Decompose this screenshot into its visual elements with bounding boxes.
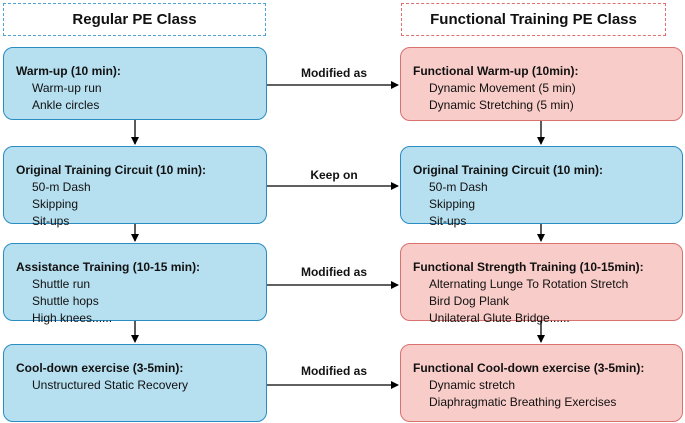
- box-item: Skipping: [429, 197, 476, 211]
- regular-training-circuit-box: Original Training Circuit (10 min): 50-m…: [3, 146, 267, 228]
- box-title: Functional Strength Training (10-15min):: [413, 260, 644, 274]
- box-title: Original Training Circuit (10 min):: [16, 163, 207, 177]
- box-item: 50-m Dash: [429, 180, 488, 194]
- header-functional-training-pe-class: Functional Training PE Class: [401, 3, 666, 36]
- box-title: Warm-up (10 min):: [16, 64, 121, 78]
- box-item: Dynamic Stretching (5 min): [429, 98, 574, 112]
- box-title: Assistance Training (10-15 min):: [16, 260, 201, 274]
- box-item: Ankle circles: [32, 98, 100, 112]
- box-item: High knees......: [32, 311, 113, 325]
- regular-cool-down-box: Cool-down exercise (3-5min): Unstructure…: [3, 344, 267, 422]
- connector-label-1: Modified as: [268, 66, 400, 80]
- connector-label-3: Modified as: [268, 265, 400, 279]
- functional-warm-up-box: Functional Warm-up (10min): Dynamic Move…: [400, 47, 683, 121]
- connector-label-2: Keep on: [268, 168, 400, 182]
- box-item: Warm-up run: [32, 81, 102, 95]
- box-title: Functional Cool-down exercise (3-5min):: [413, 361, 645, 375]
- box-item: Skipping: [32, 197, 79, 211]
- header-regular-pe-class: Regular PE Class: [3, 3, 266, 36]
- regular-assistance-training-box: Assistance Training (10-15 min): Shuttle…: [3, 243, 267, 325]
- functional-cool-down-box: Functional Cool-down exercise (3-5min): …: [400, 344, 683, 422]
- box-item: Bird Dog Plank: [429, 294, 510, 308]
- box-item: Shuttle run: [32, 277, 91, 291]
- box-title: Original Training Circuit (10 min):: [413, 163, 604, 177]
- box-item: Diaphragmatic Breathing Exercises: [429, 395, 617, 409]
- box-item: Dynamic Movement (5 min): [429, 81, 576, 95]
- functional-training-circuit-box: Original Training Circuit (10 min): 50-m…: [400, 146, 683, 228]
- box-item: Sit-ups: [429, 214, 467, 228]
- box-item: Alternating Lunge To Rotation Stretch: [429, 277, 629, 291]
- box-item: Sit-ups: [32, 214, 70, 228]
- box-item: Dynamic stretch: [429, 378, 516, 392]
- connector-label-4: Modified as: [268, 364, 400, 378]
- box-title: Cool-down exercise (3-5min):: [16, 361, 184, 375]
- functional-strength-training-box: Functional Strength Training (10-15min):…: [400, 243, 683, 325]
- box-title: Functional Warm-up (10min):: [413, 64, 579, 78]
- box-item: Unilateral Glute Bridge......: [429, 311, 570, 325]
- box-item: Unstructured Static Recovery: [32, 378, 189, 392]
- regular-warm-up-box: Warm-up (10 min): Warm-up run Ankle circ…: [3, 47, 267, 120]
- box-item: Shuttle hops: [32, 294, 99, 308]
- box-item: 50-m Dash: [32, 180, 91, 194]
